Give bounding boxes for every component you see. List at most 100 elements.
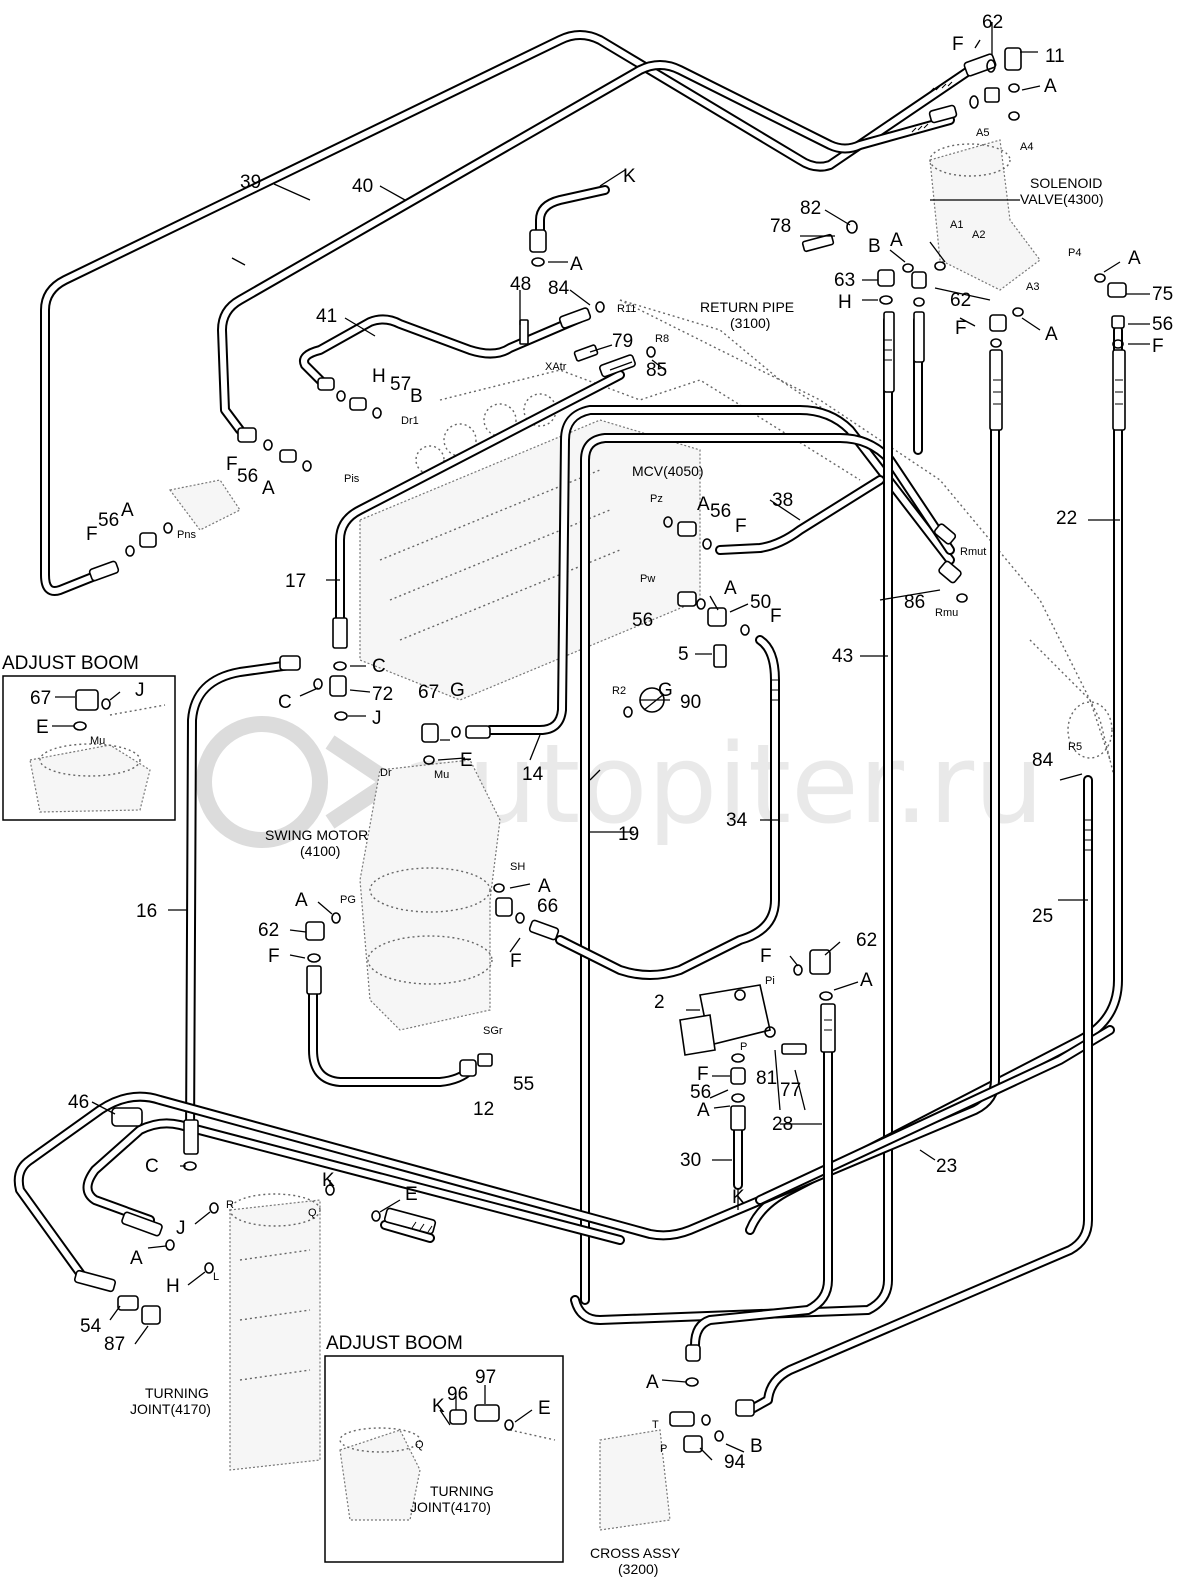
letter-k-3: K [322,1170,335,1191]
letter-e-1: E [460,750,473,771]
letter-b-3: B [750,1436,763,1457]
port-pns: Pns [177,529,196,541]
part-56-c: 56 [710,501,731,522]
cross-assy-label-line1: CROSS ASSY [590,1545,681,1561]
part-11: 11 [1045,46,1065,67]
port-dr1: Dr1 [401,415,419,427]
letter-a-10: A [538,876,551,897]
port-labels: A1 A2 A3 A4 A5 P4 R11 R8 XAtr Dr1 Pis Pn… [177,127,1082,1455]
letter-f-3: F [1152,336,1164,357]
letter-f-11: F [697,1064,709,1085]
part-56-a: 56 [237,466,258,487]
letter-h-2: J [176,1218,186,1239]
letter-a-1: A [1044,76,1057,97]
port-p-cross: P [660,1443,667,1455]
watermark: autopiter.ru [196,716,1044,848]
letter-c-1: C [372,656,386,677]
inset-adjust-boom-left: ADJUST BOOM 67 J E Mu [2,653,176,821]
part-23: 23 [936,1156,957,1177]
part-63: 63 [834,270,855,291]
solenoid-valve-label-line2: VALVE(4300) [1020,191,1104,207]
port-pi: Pi [765,975,775,987]
turning-joint-label-line2: JOINT(4170) [130,1401,211,1417]
cross-assy-label-line2: (3200) [618,1561,658,1577]
part-16: 16 [136,901,157,922]
return-pipe-label-line2: (3100) [730,315,770,331]
swing-motor-label-line1: SWING MOTOR [265,827,368,843]
letter-b-1: B [868,236,881,257]
part-38: 38 [772,490,793,511]
part-85: 85 [646,360,667,381]
turning-joint-label-line1: TURNING [145,1385,209,1401]
letter-a-11: A [295,890,308,911]
letter-g-1: H [838,292,852,313]
letter-a-7: A [121,500,134,521]
letter-a-14: A [130,1248,143,1269]
part-66: 66 [537,896,558,917]
port-p4: P4 [1068,247,1081,259]
letter-a-6: A [262,478,275,499]
part-77: 77 [780,1080,801,1101]
letter-f-1: F [952,34,964,55]
part-62-b: 62 [950,290,971,311]
letter-f-2: F [955,318,967,339]
letter-h-1: J [372,708,382,729]
part-14: 14 [522,764,544,785]
part-25: 25 [1032,906,1053,927]
inset-left-title: ADJUST BOOM [2,653,139,674]
letter-a-12: A [860,970,873,991]
letter-f-8: F [268,946,280,967]
part-84-b: 84 [1032,750,1054,771]
part-72: 72 [372,684,393,705]
port-r: R [226,1199,234,1211]
inset-bottom-part-97: 97 [475,1367,496,1388]
mcv-label: MCV(4050) [632,463,704,479]
part-41: 41 [316,306,337,327]
letter-j-2: G [658,680,673,701]
inset-bottom-part-96: 96 [447,1384,468,1405]
part-56-f: 56 [690,1082,711,1103]
inset-adjust-boom-bottom: ADJUST BOOM 97 96 K E Q TURNING JOINT(41… [324,1333,564,1563]
part-78: 78 [770,216,791,237]
port-a4: A4 [1020,141,1033,153]
letter-a-3: A [890,230,903,251]
background-machinery [168,139,1121,1531]
letter-b-2: B [410,386,423,407]
port-r11: R11 [617,303,636,315]
letter-g-3: H [166,1276,180,1297]
port-r5: R5 [1068,741,1082,753]
part-62-d: 62 [856,930,877,951]
port-sh: SH [510,861,525,873]
inset-bottom-title: ADJUST BOOM [326,1333,463,1354]
port-pz: Pz [650,493,663,505]
letter-a-4: A [1128,248,1141,269]
port-a3: A3 [1026,281,1039,293]
part-40: 40 [352,176,373,197]
watermark-text: autopiter.ru [400,720,1044,848]
letter-f-7: F [770,606,782,627]
inset-left-letter-e: E [36,717,49,738]
part-54: 54 [80,1316,102,1337]
part-46: 46 [68,1092,89,1113]
part-50: 50 [750,592,771,613]
part-67: 67 [418,682,439,703]
letter-a-5: A [1045,324,1058,345]
part-79: 79 [612,331,633,352]
letter-k-1: K [623,166,636,187]
port-pis: Pis [344,473,360,485]
part-90: 90 [680,692,701,713]
part-5: 5 [678,644,689,665]
letter-f-5: F [86,524,98,545]
port-rmut: Rmut [960,546,986,558]
port-r2: R2 [612,685,626,697]
fittings [74,47,1127,1453]
port-a5: A5 [976,127,989,139]
letter-f-9: F [510,951,522,972]
connector-letters: F A K A B A A H F A F H B F A A F A F A … [86,34,1164,1457]
part-62-a: 62 [982,12,1003,33]
letter-f-4: F [226,454,238,475]
part-12: 12 [473,1099,494,1120]
part-28: 28 [772,1114,793,1135]
port-pg: PG [340,894,356,906]
